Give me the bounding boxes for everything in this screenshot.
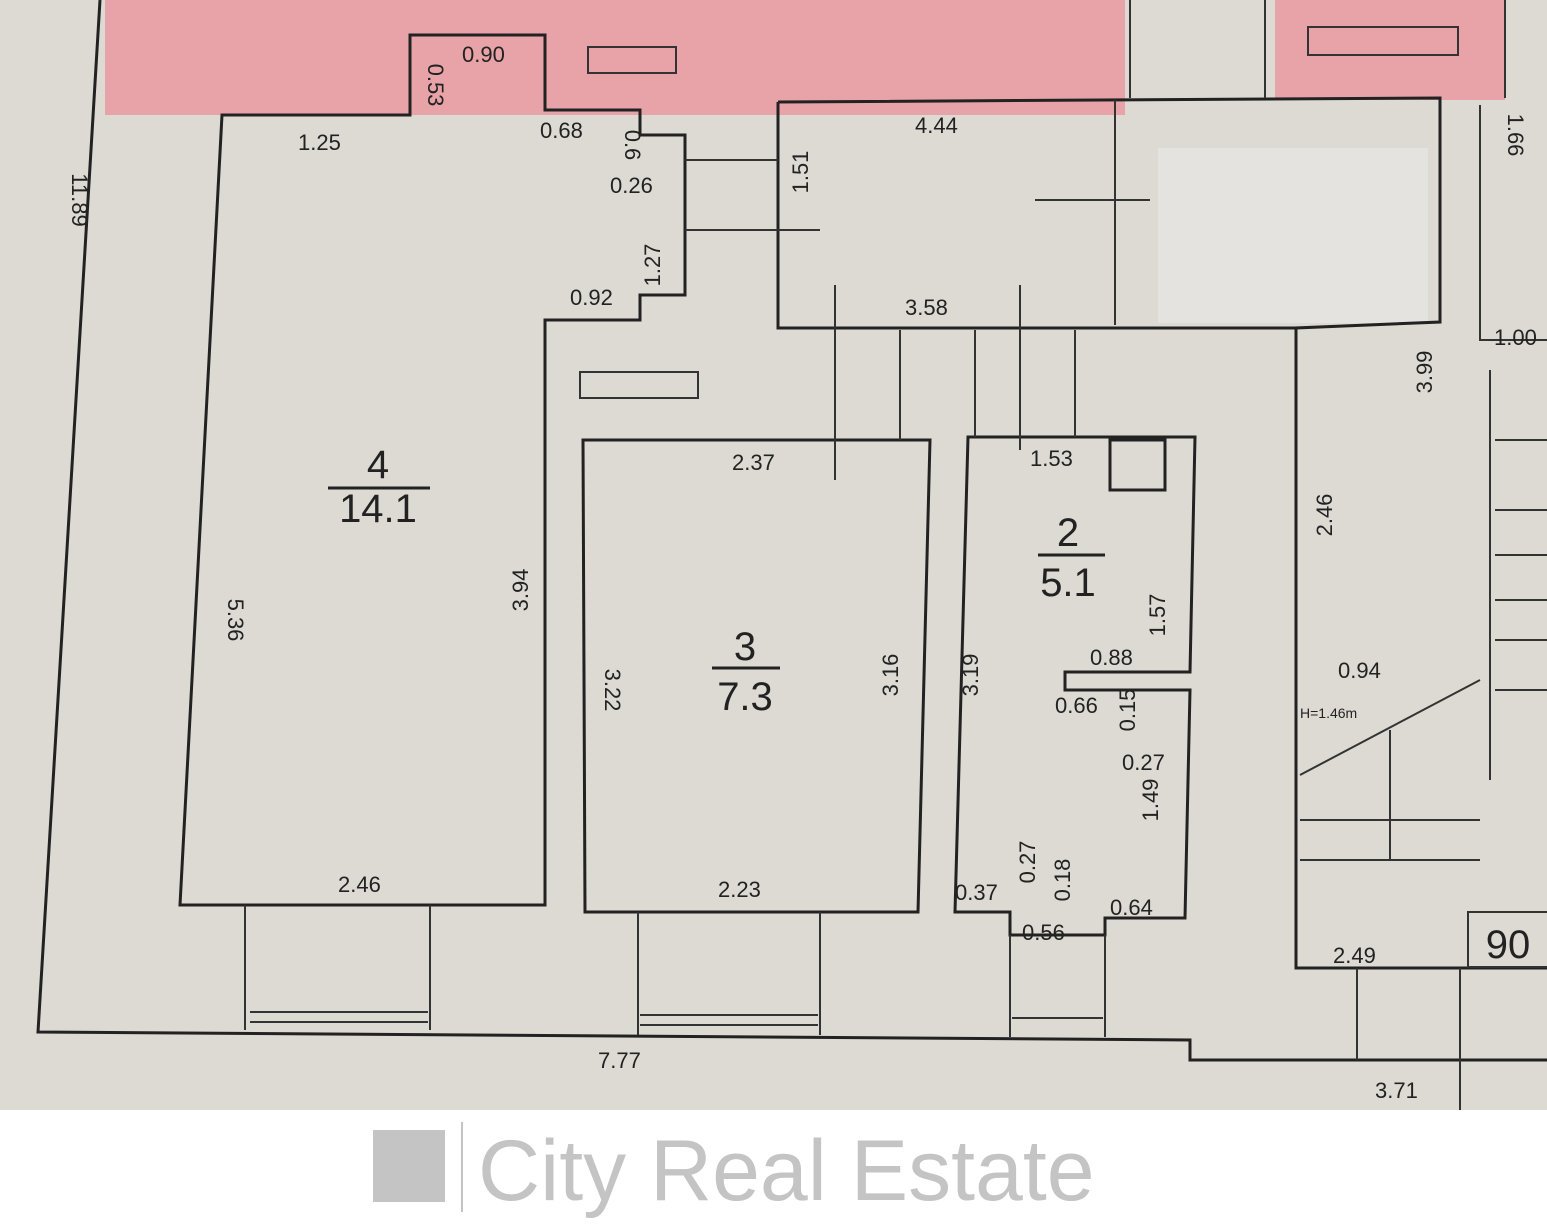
dim-label: 0.56 (1022, 920, 1065, 945)
walls (36, 0, 1547, 1110)
room-2-area: 5.1 (1040, 561, 1096, 605)
dim-label: 7.77 (598, 1048, 641, 1073)
dim-label: 3.58 (905, 295, 948, 320)
room-4-number: 4 (367, 443, 389, 487)
dim-label: 1.25 (298, 130, 341, 155)
redacted-area (1158, 148, 1428, 323)
dim-label: 0.90 (462, 42, 505, 67)
room-3-area: 7.3 (717, 675, 773, 719)
dim-label: 3.19 (958, 654, 983, 697)
dim-label: 0.27 (1015, 841, 1040, 884)
dim-label: 3.94 (508, 569, 533, 612)
dim-label: 1.53 (1030, 446, 1073, 471)
dim-label: 0.68 (540, 118, 583, 143)
dim-label: 0.15 (1115, 689, 1140, 732)
dim-label: 0.27 (1122, 750, 1165, 775)
dim-label: 0.66 (1055, 693, 1098, 718)
room-4-area: 14.1 (339, 487, 417, 531)
dim-label: 2.23 (718, 877, 761, 902)
dimension-labels: 11.89 0.90 0.53 1.25 0.68 0.6 0.26 1.27 … (67, 42, 1537, 1103)
highlight-corridor-right (1275, 0, 1505, 100)
stamp-number: 90 (1486, 923, 1531, 967)
dim-label: 2.46 (1312, 494, 1337, 537)
room-3-number: 3 (734, 625, 756, 669)
dim-label: 0.53 (423, 64, 448, 107)
window-symbol (579, 371, 699, 399)
dim-label: 1.00 (1494, 325, 1537, 350)
dim-label: 0.92 (570, 285, 613, 310)
dim-label: 1.49 (1138, 779, 1163, 822)
dim-label: 3.99 (1412, 351, 1437, 394)
dim-label: 2.37 (732, 450, 775, 475)
dim-label: 0.37 (955, 880, 998, 905)
dim-label: 2.49 (1333, 943, 1376, 968)
dim-label: 1.27 (640, 244, 665, 287)
room-labels: 4 14.1 3 7.3 2 5.1 90 H=1.46m (328, 443, 1530, 967)
stamp-box (1467, 911, 1547, 968)
watermark-text: City Real Estate (478, 1123, 1095, 1219)
dim-label: 1.66 (1503, 114, 1528, 157)
dim-label: 0.6 (620, 130, 645, 161)
dim-label: 1.57 (1145, 594, 1170, 637)
dim-label: 3.22 (600, 669, 625, 712)
highlight-corridor (105, 0, 1125, 115)
window-symbol (587, 46, 677, 74)
window-symbol (1307, 26, 1459, 56)
dim-label: 2.46 (338, 872, 381, 897)
dim-label: 0.26 (610, 173, 653, 198)
dim-label: 0.88 (1090, 645, 1133, 670)
dim-label: 5.36 (223, 599, 248, 642)
watermark-logo-icon (373, 1130, 445, 1202)
stair-note: H=1.46m (1300, 705, 1357, 721)
dim-label: 11.89 (67, 173, 92, 226)
dim-label: 3.16 (878, 654, 903, 697)
dim-label: 3.71 (1375, 1078, 1418, 1103)
watermark: City Real Estate (373, 1122, 1095, 1219)
dim-label: 4.44 (915, 113, 958, 138)
dim-label: 1.51 (788, 151, 813, 194)
dim-label: 0.94 (1338, 658, 1381, 683)
dim-label: 0.18 (1050, 859, 1075, 902)
room-2-number: 2 (1057, 511, 1079, 555)
dim-label: 0.64 (1110, 895, 1153, 920)
